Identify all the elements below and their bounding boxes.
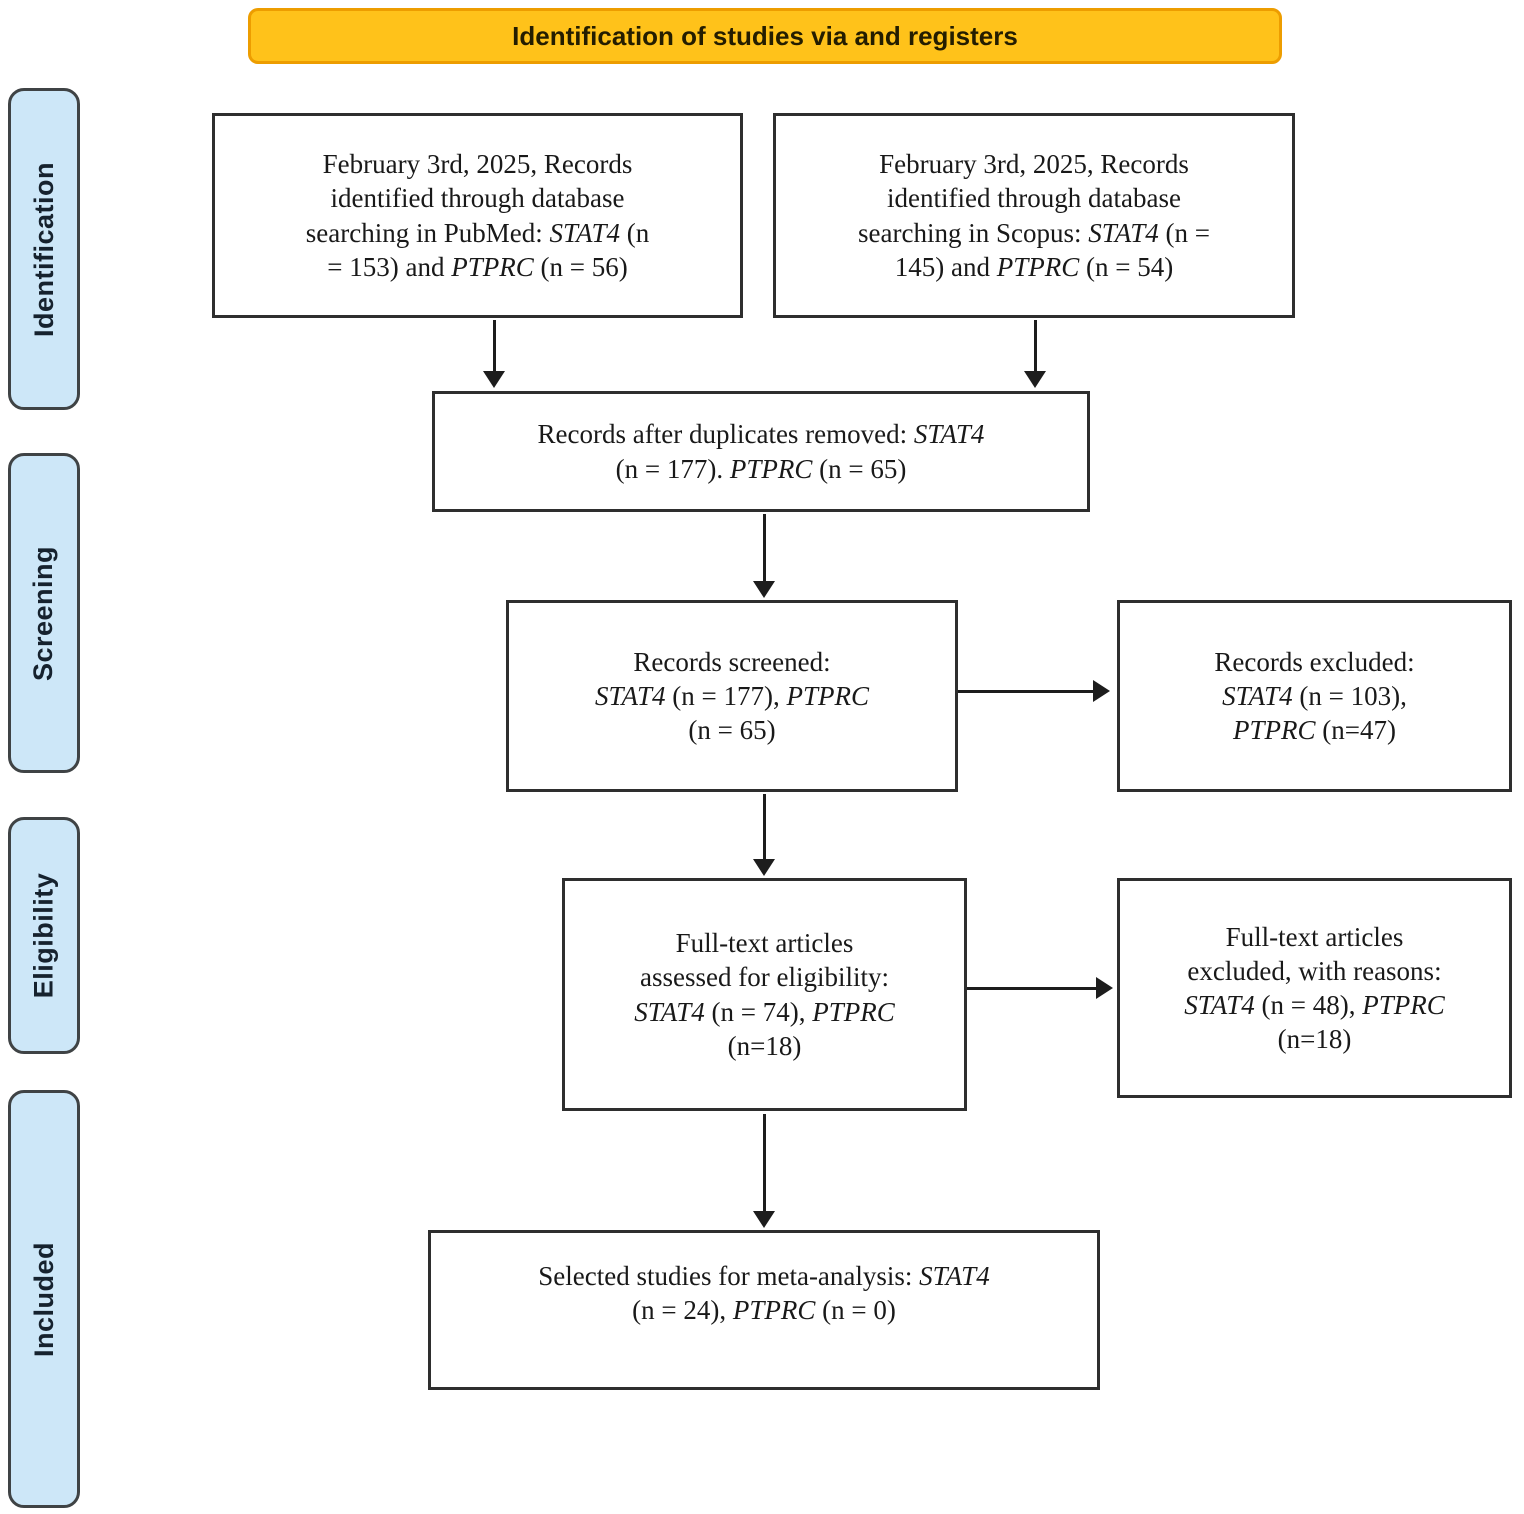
stage-included-label: Included: [28, 1241, 59, 1357]
arrowhead-down-icon: [483, 371, 505, 388]
arrow-shaft: [1033, 320, 1037, 372]
arrow-shaft: [762, 1114, 766, 1212]
arrow-shaft: [958, 689, 1095, 693]
stage-eligibility-label: Eligibility: [28, 872, 59, 999]
stage-identification-label: Identification: [28, 161, 59, 337]
arrow-fulltext-to-excluded: [967, 977, 1113, 999]
stage-identification: Identification: [8, 88, 80, 410]
box-selected-studies: Selected studies for meta-analysis: STAT…: [428, 1230, 1100, 1390]
arrow-screened-to-fulltext: [753, 794, 775, 876]
banner-identification-of-studies: Identification of studies via and regist…: [248, 8, 1282, 64]
box-records-screened: Records screened:STAT4 (n = 177), PTPRC(…: [506, 600, 958, 792]
stage-screening-label: Screening: [28, 545, 59, 681]
arrow-fulltext-to-selected: [753, 1114, 775, 1228]
arrowhead-down-icon: [753, 1211, 775, 1228]
box-records-excluded-text: Records excluded:STAT4 (n = 103),PTPRC (…: [1214, 646, 1415, 745]
box-records-excluded: Records excluded:STAT4 (n = 103),PTPRC (…: [1117, 600, 1512, 792]
arrow-shaft: [492, 320, 496, 372]
stage-screening: Screening: [8, 453, 80, 773]
box-records-after-duplicates-removed-text: Records after duplicates removed: STAT4(…: [537, 419, 985, 484]
arrow-screened-to-excluded: [958, 680, 1110, 702]
banner-label: Identification of studies via and regist…: [512, 20, 1018, 51]
arrowhead-right-icon: [1096, 977, 1113, 999]
arrowhead-right-icon: [1093, 680, 1110, 702]
arrowhead-down-icon: [1024, 371, 1046, 388]
arrow-dedup-to-screened: [753, 514, 775, 598]
stage-included: Included: [8, 1090, 80, 1508]
box-records-after-duplicates-removed: Records after duplicates removed: STAT4(…: [432, 391, 1090, 512]
arrowhead-down-icon: [753, 859, 775, 876]
box-selected-studies-text: Selected studies for meta-analysis: STAT…: [538, 1261, 990, 1326]
arrow-scopus-to-dedup: [1024, 320, 1046, 388]
arrowhead-down-icon: [753, 581, 775, 598]
arrow-shaft: [762, 794, 766, 860]
arrow-shaft: [967, 986, 1098, 990]
stage-eligibility: Eligibility: [8, 817, 80, 1054]
box-records-screened-text: Records screened:STAT4 (n = 177), PTPRC(…: [594, 646, 869, 745]
arrow-shaft: [762, 514, 766, 582]
arrow-pubmed-to-dedup: [483, 320, 505, 388]
